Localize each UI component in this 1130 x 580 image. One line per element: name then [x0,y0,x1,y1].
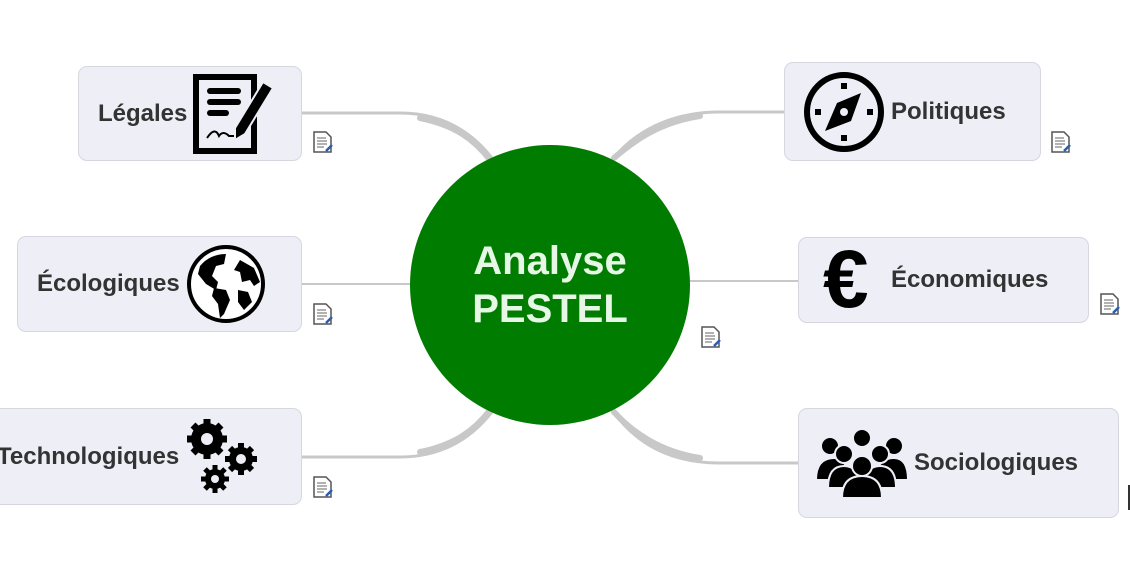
topic-label: Technologiques [0,442,180,470]
note-icon[interactable] [1050,130,1072,154]
note-icon[interactable] [1099,292,1121,316]
topic-label: Sociologiques [914,449,1079,476]
topic-politiques[interactable]: Politiques [784,62,1041,161]
topic-ecologiques[interactable]: Écologiques [17,236,302,332]
contract-signature-icon [193,73,275,154]
topic-legales[interactable]: Légales [78,66,302,161]
globe-icon [186,245,265,323]
central-topic[interactable]: Analyse PESTEL [410,145,690,425]
compass-icon [804,71,884,152]
topic-economiques[interactable]: € Économiques [798,237,1089,323]
topic-label: Politiques [891,97,1006,125]
note-icon[interactable] [312,302,334,326]
euro-icon: € [823,234,869,325]
topic-label: Légales [98,99,188,127]
note-icon[interactable] [312,475,334,499]
note-icon[interactable] [312,130,334,154]
note-icon[interactable] [700,325,722,349]
central-topic-line1: Analyse [473,239,627,283]
collapsed-marker [1128,485,1130,510]
gears-icon [187,418,258,493]
topic-label: Écologiques [37,270,180,297]
central-topic-line2: PESTEL [472,287,628,331]
topic-label: Économiques [891,266,1049,293]
people-group-icon [816,428,908,498]
topic-technologiques[interactable]: Technologiques [0,408,302,505]
topic-sociologiques[interactable]: Sociologiques [798,408,1119,518]
